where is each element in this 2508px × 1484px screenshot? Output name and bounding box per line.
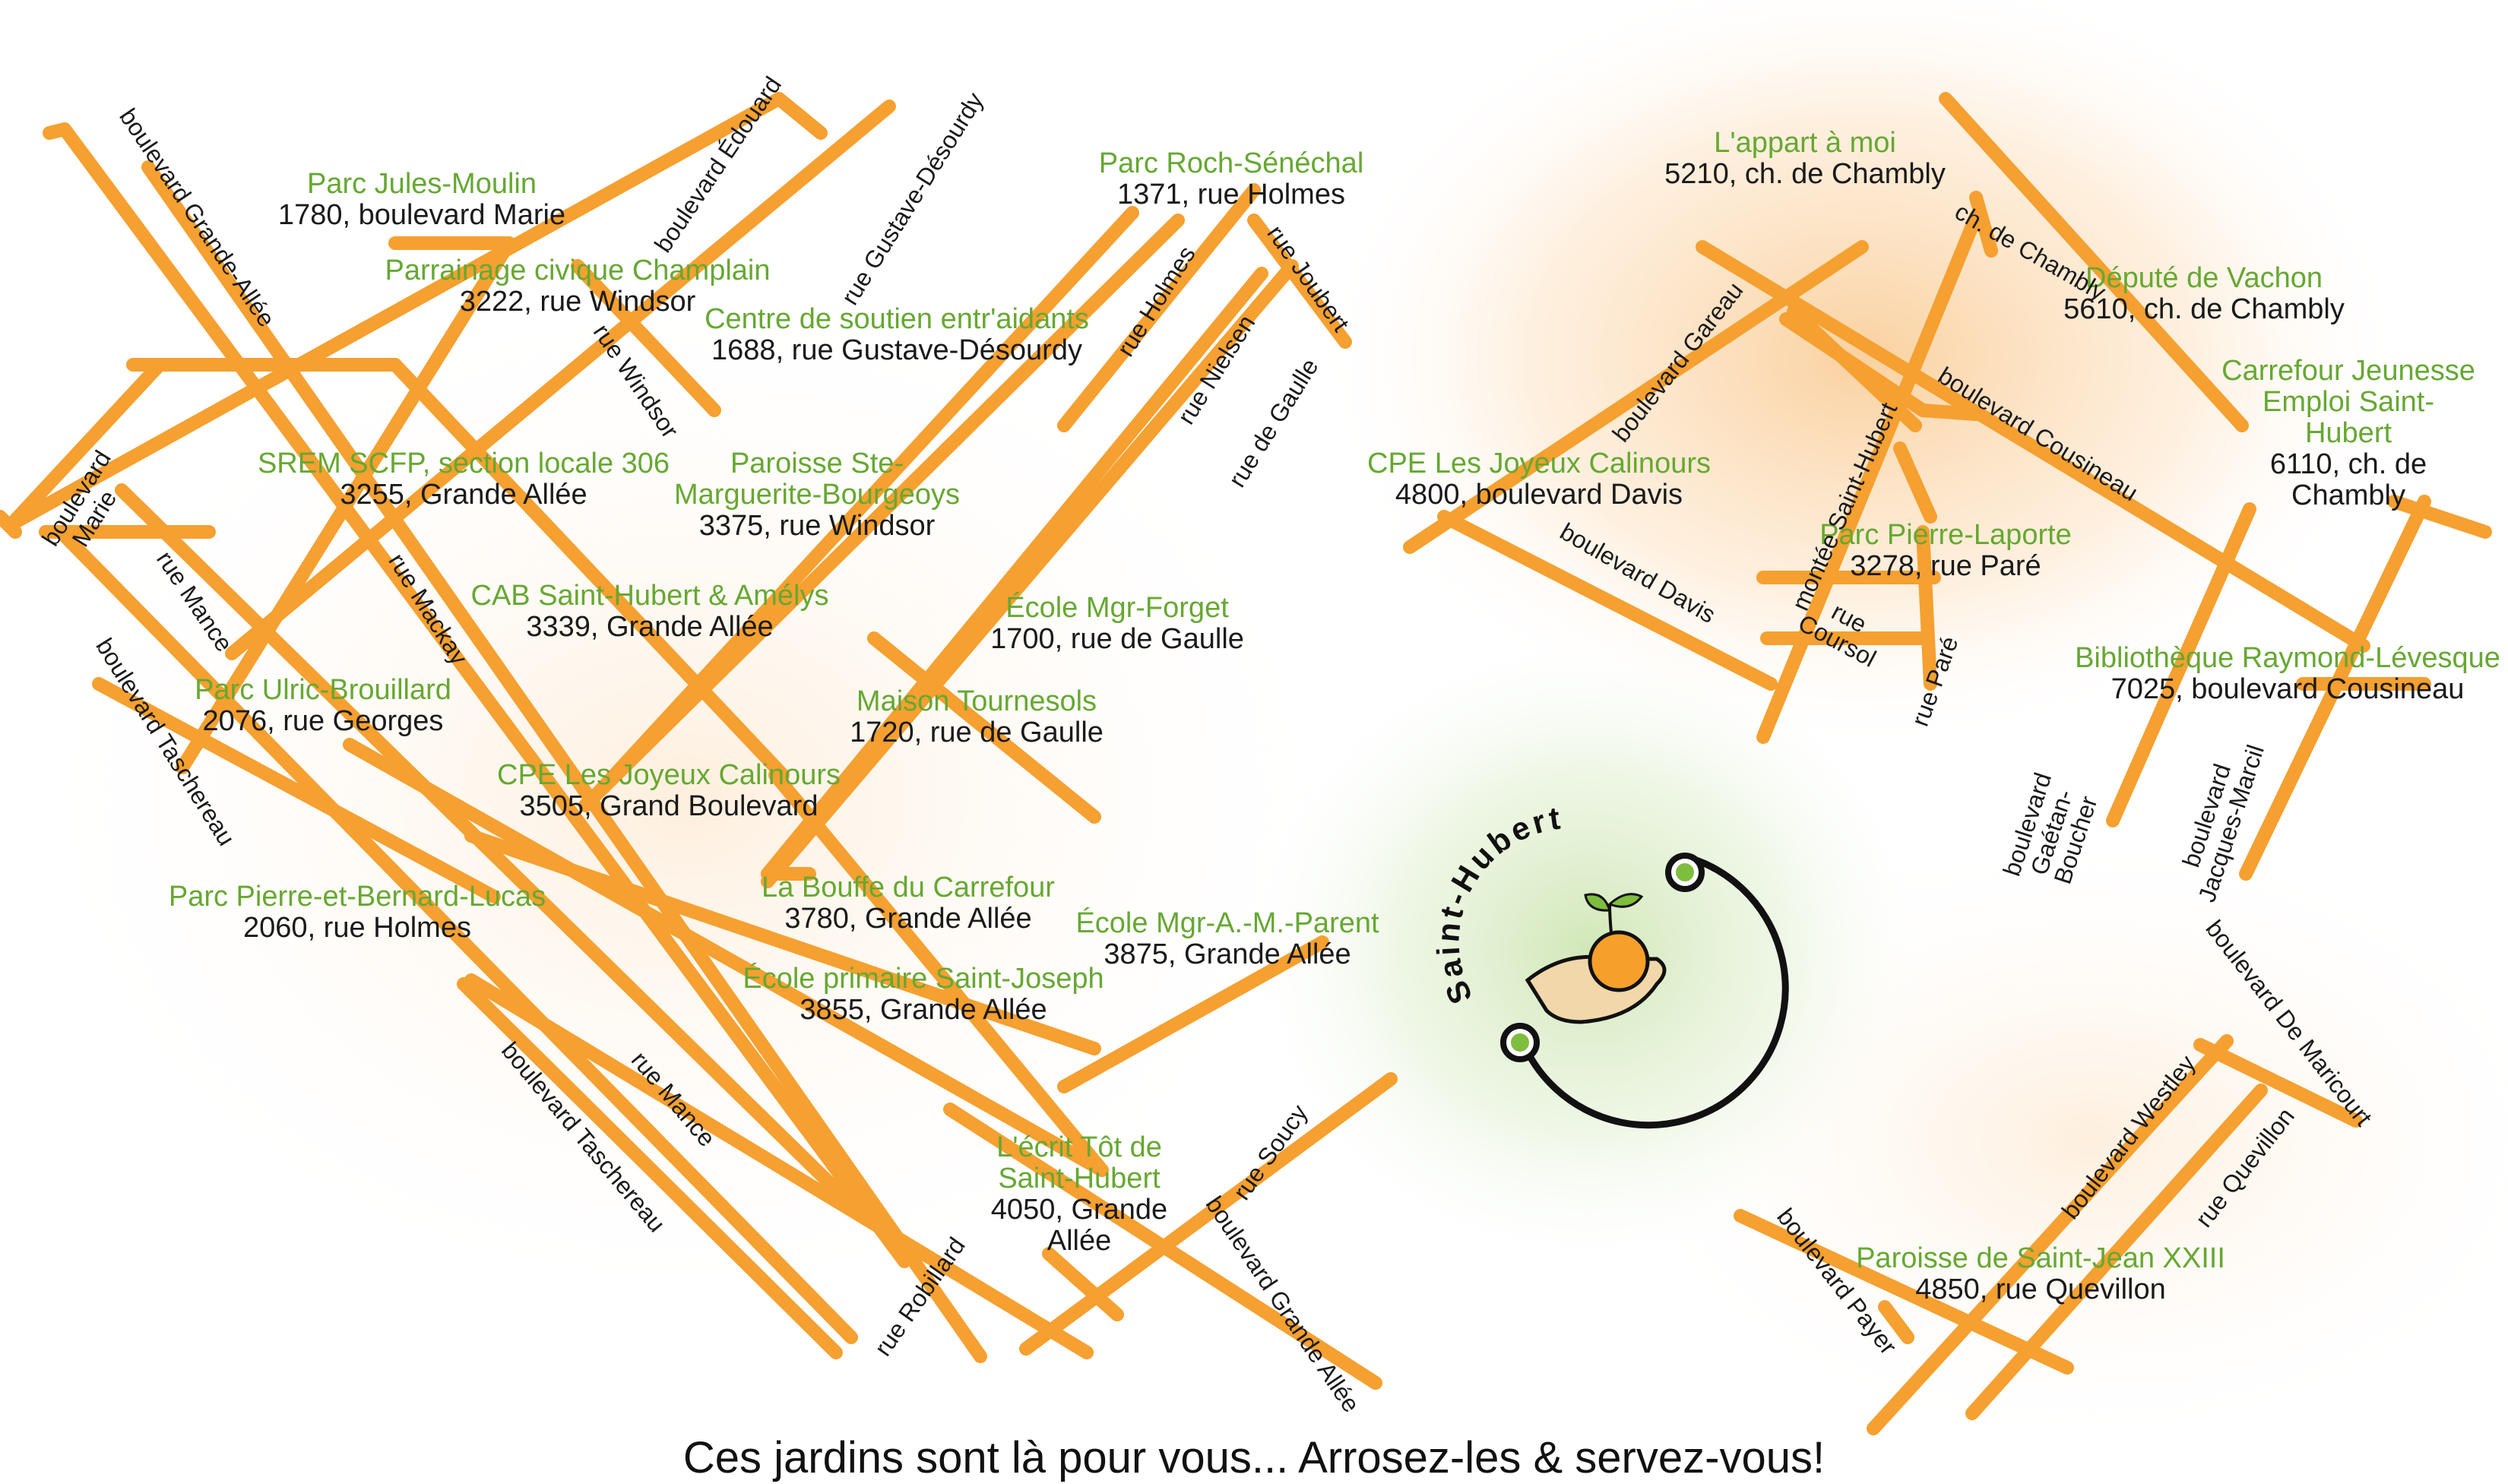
- place-ecole-mgr-forget[interactable]: École Mgr-Forget 1700, rue de Gaulle: [990, 592, 1244, 656]
- glow-green-center: [1239, 623, 1938, 1277]
- place-address: 5610, ch. de Chambly: [2063, 293, 2345, 326]
- place-name: Député de Vachon: [2085, 262, 2323, 294]
- place-name: CPE Les Joyeux Calinours: [497, 759, 841, 791]
- place-parc-pierre-et-bernard-lucas[interactable]: Parc Pierre-et-Bernard-Lucas 2060, rue H…: [169, 881, 546, 944]
- leaf-left-icon: [1584, 893, 1611, 912]
- place-address: 3375, rue Windsor: [698, 510, 936, 543]
- place-cab-saint-hubert[interactable]: CAB Saint-Hubert & Amélys 3339, Grande A…: [470, 580, 829, 644]
- place-name: Centre de soutien entr'aidants: [705, 303, 1089, 335]
- place-name: L'écrit Tôt de Saint-Hubert: [996, 1131, 1162, 1195]
- place-address: 3505, Grand Boulevard: [519, 790, 819, 823]
- leaf-right-icon: [1607, 893, 1644, 908]
- place-srem-scfp[interactable]: SREM SCFP, section locale 306 3255, Gran…: [258, 448, 670, 511]
- place-name: Parrainage civique Champlain: [385, 255, 771, 286]
- place-address: 4050, Grande Allée: [990, 1194, 1168, 1258]
- place-address: 3875, Grande Allée: [1104, 938, 1351, 971]
- place-parrainage-civique-champlain[interactable]: Parrainage civique Champlain 3222, rue W…: [385, 255, 771, 318]
- place-parc-pierre-laporte[interactable]: Parc Pierre-Laporte 3278, rue Paré: [1819, 519, 2072, 583]
- roads-northeast: [1403, 92, 2492, 881]
- place-name: École primaire Saint-Joseph: [743, 963, 1104, 995]
- place-name: Bibliothèque Raymond-Lévesque: [2075, 642, 2500, 674]
- place-address: 4800, boulevard Davis: [1395, 479, 1683, 511]
- place-name: École Mgr-Forget: [1005, 592, 1229, 624]
- place-address: 3780, Grande Allée: [784, 903, 1032, 935]
- place-address: 3339, Grande Allée: [526, 611, 774, 644]
- place-depute-de-vachon[interactable]: Député de Vachon 5610, ch. de Chambly: [2063, 262, 2345, 326]
- place-lappart-a-moi[interactable]: L'appart à moi 5210, ch. de Chambly: [1664, 127, 1946, 191]
- place-address: 1720, rue de Gaulle: [850, 717, 1104, 749]
- place-address: 3278, rue Paré: [1850, 550, 2041, 583]
- place-parc-jules-moulin[interactable]: Parc Jules-Moulin 1780, boulevard Marie: [277, 168, 566, 232]
- roads-southeast: [1734, 1034, 2363, 1435]
- roads-west: [0, 92, 1398, 1390]
- place-maison-tournesols[interactable]: Maison Tournesols 1720, rue de Gaulle: [850, 685, 1104, 749]
- place-centre-de-soutien[interactable]: Centre de soutien entr'aidants 1688, rue…: [705, 303, 1089, 367]
- place-name: Paroisse Ste-Marguerite-Bourgeoys: [674, 448, 960, 511]
- place-name: SREM SCFP, section locale 306: [257, 448, 670, 479]
- place-address: 2060, rue Holmes: [243, 912, 471, 945]
- place-parc-roch-senechal[interactable]: Parc Roch-Sénéchal 1371, rue Holmes: [1098, 147, 1364, 211]
- place-address: 3222, rue Windsor: [459, 286, 696, 318]
- place-name: Parc Ulric-Brouillard: [195, 674, 451, 706]
- place-cpe-joyeux-calinours-west[interactable]: CPE Les Joyeux Calinours 3505, Grand Bou…: [497, 759, 841, 823]
- place-ecole-mgr-a-m-parent[interactable]: École Mgr-A.-M.-Parent 3875, Grande Allé…: [1075, 907, 1379, 971]
- place-address: 3255, Grande Allée: [340, 479, 587, 511]
- place-address: 1371, rue Holmes: [1117, 179, 1345, 211]
- place-address: 1688, rue Gustave-Désourdy: [711, 334, 1082, 367]
- place-address: 1780, boulevard Marie: [277, 199, 566, 232]
- place-address: 1700, rue de Gaulle: [990, 623, 1244, 656]
- place-address: 2076, rue Georges: [202, 705, 444, 738]
- place-address: 4850, rue Quevillon: [1915, 1274, 2166, 1306]
- place-address: 5210, ch. de Chambly: [1664, 158, 1946, 191]
- place-la-bouffe-du-carrefour[interactable]: La Bouffe du Carrefour 3780, Grande Allé…: [762, 872, 1055, 935]
- place-name: Carrefour Jeunesse Emploi Saint-Hubert: [2221, 355, 2475, 450]
- place-name: Maison Tournesols: [856, 685, 1097, 717]
- place-paroisse-saint-jean-xxiii[interactable]: Paroisse de Saint-Jean XXIII 4850, rue Q…: [1856, 1242, 2225, 1306]
- place-parc-ulric-brouillard[interactable]: Parc Ulric-Brouillard 2076, rue Georges: [195, 674, 451, 738]
- place-lecrit-tot[interactable]: L'écrit Tôt de Saint-Hubert 4050, Grande…: [958, 1131, 1201, 1258]
- place-name: Parc Roch-Sénéchal: [1098, 147, 1364, 179]
- place-name: Parc Pierre-et-Bernard-Lucas: [168, 881, 546, 913]
- place-cpe-joyeux-calinours-east[interactable]: CPE Les Joyeux Calinours 4800, boulevard…: [1367, 448, 1711, 511]
- tagline: Ces jardins sont là pour vous... Arrosez…: [682, 1433, 1826, 1482]
- place-name: CPE Les Joyeux Calinours: [1367, 448, 1711, 479]
- place-name: La Bouffe du Carrefour: [762, 872, 1055, 903]
- place-name: L'appart à moi: [1714, 127, 1896, 159]
- place-ecole-primaire-saint-joseph[interactable]: École primaire Saint-Joseph 3855, Grande…: [743, 963, 1104, 1026]
- place-address: 6110, ch. de Chambly: [2269, 448, 2427, 512]
- place-address: 3855, Grande Allée: [800, 994, 1047, 1027]
- place-bibliotheque-raymond-levesque[interactable]: Bibliothèque Raymond-Lévesque 7025, boul…: [2075, 642, 2500, 706]
- orange-icon: [1588, 930, 1650, 992]
- place-carrefour-jeunesse-emploi[interactable]: Carrefour Jeunesse Emploi Saint-Hubert 6…: [2219, 355, 2478, 512]
- place-name: Parc Jules-Moulin: [306, 168, 537, 200]
- place-name: Parc Pierre-Laporte: [1819, 519, 2072, 551]
- place-name: École Mgr-A.-M.-Parent: [1075, 907, 1379, 939]
- place-name: Paroisse de Saint-Jean XXIII: [1856, 1242, 2225, 1274]
- glow-center-west: [0, 266, 1368, 1330]
- place-name: CAB Saint-Hubert & Amélys: [470, 580, 829, 612]
- place-address: 7025, boulevard Cousineau: [2111, 673, 2465, 706]
- place-paroisse-ste-marguerite[interactable]: Paroisse Ste-Marguerite-Bourgeoys 3375, …: [657, 448, 977, 542]
